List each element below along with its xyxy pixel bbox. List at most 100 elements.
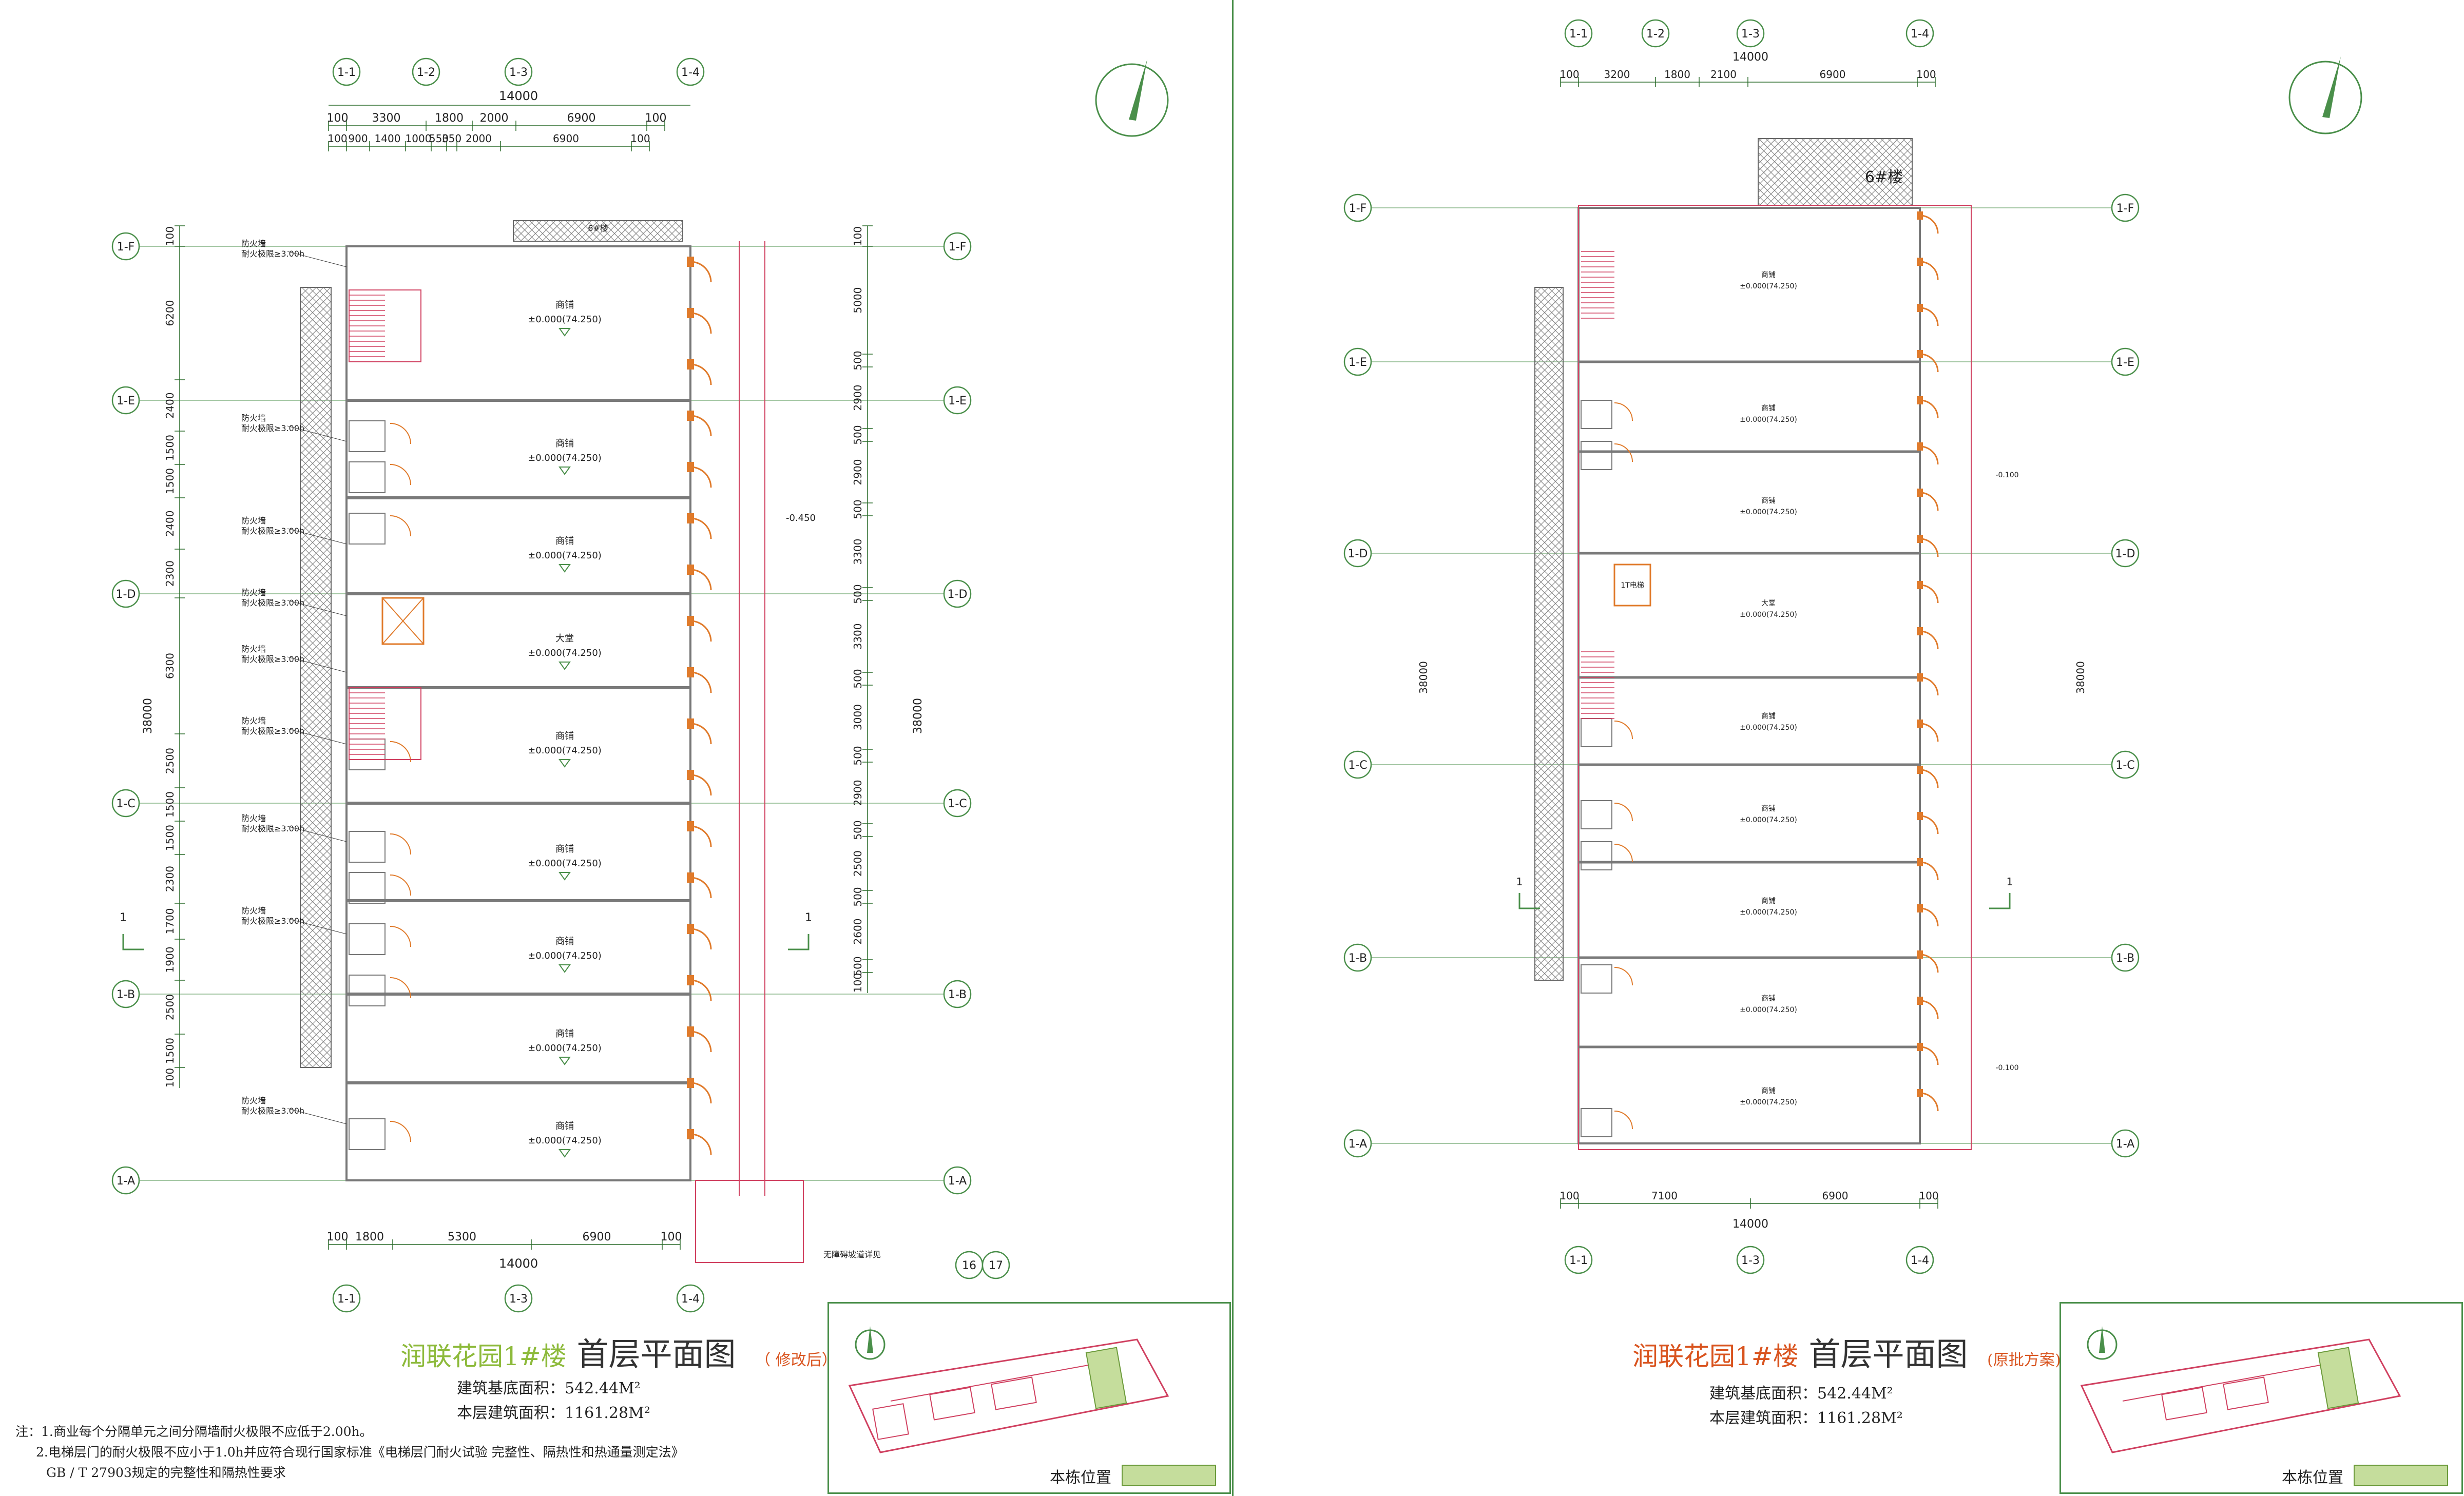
left-dim-bottom-row-label: 1800 <box>355 1231 384 1244</box>
right-axis-bottom-1-1-label: 1-1 <box>1569 1254 1588 1267</box>
right-facade-pier-5 <box>1917 442 1923 451</box>
left-fire-note-a-7: 防火墙 <box>241 906 266 916</box>
right-wc-door-0 <box>1614 402 1633 421</box>
right-project-name: 润联花园1#楼 <box>1632 1342 1799 1371</box>
left-dim-top-row-label: 1800 <box>435 112 464 125</box>
right-axis-left-1-D-bubble <box>1343 539 1372 568</box>
right-axis-top-1-1-bubble <box>1564 19 1593 48</box>
left-dim-left-col-label: 2300 <box>164 560 176 587</box>
left-dim-bottom-row-label: 6900 <box>583 1231 611 1244</box>
right-axis-right-1-E-label: 1-E <box>2116 356 2134 369</box>
left-lift-cross <box>382 597 424 645</box>
left-unit-elev-8: ±0.000(74.250) <box>528 1135 602 1146</box>
key-plan-diagram <box>848 1326 1169 1453</box>
left-section-line-east <box>788 934 810 950</box>
right-axis-right-1-B-label: 1-B <box>2116 952 2134 965</box>
left-unit-elev-6: ±0.000(74.250) <box>528 950 602 961</box>
right-facade-door-3 <box>1919 353 1939 373</box>
left-stair-1-outline <box>349 289 421 362</box>
left-unit-name-1: 商铺 <box>555 438 574 449</box>
right-unit-elev-3: ±0.000(74.250) <box>1740 611 1797 619</box>
left-wc-cell-8 <box>349 1118 386 1150</box>
left-fire-note-a-8: 防火墙 <box>241 1096 266 1105</box>
left-wc-door-8 <box>390 1121 411 1142</box>
right-facade-pier-0 <box>1917 211 1923 220</box>
right-wc-door-1 <box>1614 443 1633 462</box>
right-north-hatched-block <box>1758 138 1913 206</box>
left-fire-note-b-6: 耐火极限≥3.00h <box>241 824 304 833</box>
left-fire-note-b-0: 耐火极限≥3.00h <box>241 249 304 259</box>
left-unit-elev-0: ±0.000(74.250) <box>528 314 602 325</box>
left-elev-marker-4 <box>559 759 571 768</box>
right-axis-right-1-E-bubble <box>2111 347 2140 376</box>
left-dim-right-col-label: 2900 <box>852 780 864 806</box>
right-facade-pier-14 <box>1917 858 1923 866</box>
left-dim-right-col-label: 3300 <box>852 539 864 565</box>
left-facade-pier-5 <box>687 513 694 523</box>
right-axis-bottom-1-3-label: 1-3 <box>1741 1254 1760 1267</box>
left-facade-pier-15 <box>687 1026 694 1037</box>
right-facade-door-5 <box>1919 445 1939 465</box>
right-keyplan-swatch <box>2354 1465 2448 1486</box>
left-wc-cell-6 <box>349 923 386 955</box>
left-dim-right-col-label: 100 <box>852 226 864 246</box>
right-dim-bottom-row-label: 7100 <box>1651 1190 1678 1202</box>
right-facade-door-4 <box>1919 399 1939 419</box>
left-axis-bottom-1-1-bubble <box>332 1284 361 1313</box>
left-fire-note-a-6: 防火墙 <box>241 813 266 823</box>
left-dim-top-row2-label: 900 <box>348 132 368 145</box>
left-section-line-west <box>122 934 144 950</box>
left-axis-left-1-B-label: 1-B <box>117 988 135 1001</box>
left-dim-right-col-label: 500 <box>852 820 864 840</box>
left-dim-top-row2-label: 100 <box>630 132 650 145</box>
left-facade-pier-0 <box>687 257 694 267</box>
right-west-hatched-strip <box>1534 287 1564 981</box>
left-axis-top-1-1-bubble <box>332 57 361 86</box>
right-unit-name-1: 商铺 <box>1761 404 1776 413</box>
right-facade-door-18 <box>1919 1046 1939 1065</box>
right-facade-pier-10 <box>1917 673 1923 682</box>
left-dim-left-col-label: 1500 <box>164 791 176 818</box>
left-axis-right-1-C-bubble <box>943 789 972 818</box>
left-fire-note-a-0: 防火墙 <box>241 239 266 248</box>
right-unit-name-2: 商铺 <box>1761 497 1776 505</box>
right-axis-right-1-F-label: 1-F <box>2116 202 2134 215</box>
right-facade-pier-7 <box>1917 535 1923 543</box>
left-dim-right-col-label: 500 <box>852 956 864 976</box>
left-axis-right-1-E-label: 1-E <box>948 395 967 407</box>
right-unit-elev-6: ±0.000(74.250) <box>1740 908 1797 917</box>
right-facade-pier-19 <box>1917 1089 1923 1097</box>
note-3: GB / T 27903规定的完整性和隔热性要求 <box>46 1465 286 1480</box>
left-wc-cell-2 <box>349 513 386 545</box>
left-axis-top-1-4-label: 1-4 <box>681 66 700 79</box>
right-section-line-east <box>1989 893 2011 909</box>
left-axis-left-1-E-label: 1-E <box>117 395 135 407</box>
right-facade-pier-11 <box>1917 720 1923 728</box>
left-fire-note-b-1: 耐火极限≥3.00h <box>241 423 304 433</box>
right-unit-elev-7: ±0.000(74.250) <box>1740 1006 1797 1014</box>
left-dim-left-col-label: 100 <box>164 1068 176 1087</box>
right-axis-top-1-3-label: 1-3 <box>1741 28 1760 41</box>
right-axis-left-1-D-label: 1-D <box>1348 548 1368 560</box>
right-wc-cell-5 <box>1581 964 1612 994</box>
right-facade-door-12 <box>1919 769 1939 788</box>
right-subtitle: (原批方案) <box>1987 1351 2061 1369</box>
left-facade-pier-8 <box>687 667 694 677</box>
left-fire-leader-5 <box>287 728 347 745</box>
left-axis-bottom-1-3-label: 1-3 <box>509 1293 528 1306</box>
left-elev-marker-7 <box>559 1057 571 1065</box>
right-wc-cell-2 <box>1581 718 1612 747</box>
left-axis-right-1-D-bubble <box>943 579 972 608</box>
left-north-arrow-needle <box>1129 59 1147 121</box>
left-axis-bottom-1-4-bubble <box>676 1284 705 1313</box>
left-dim-top-row-label: 2000 <box>480 112 509 125</box>
right-unit-name-7: 商铺 <box>1761 995 1776 1003</box>
right-axis-top-1-1-label: 1-1 <box>1569 28 1588 41</box>
right-lift <box>1613 564 1651 607</box>
right-dim-top-total: 14000 <box>1732 51 1768 64</box>
left-fire-note-b-7: 耐火极限≥3.00h <box>241 916 304 926</box>
right-facade-door-0 <box>1919 215 1939 234</box>
left-dim-right-col-label: 3000 <box>852 704 864 730</box>
left-dim-bottom-row-label: 100 <box>661 1231 682 1244</box>
